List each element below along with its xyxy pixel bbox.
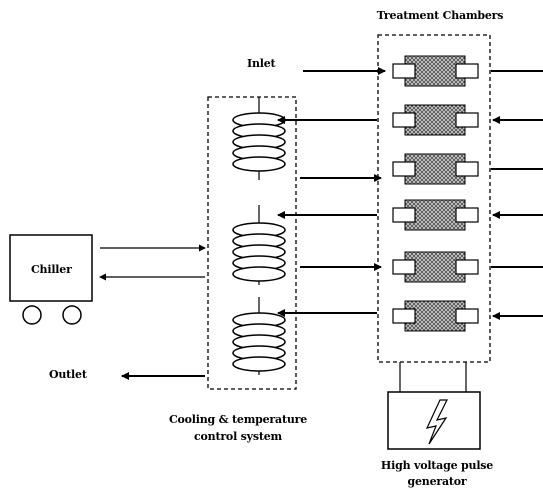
cooling-coil: [232, 297, 286, 375]
chiller-wheel-left: [22, 305, 42, 325]
electrode-left: [392, 207, 416, 223]
treatment-chamber: [392, 251, 479, 283]
generator-label-line1: High voltage pulse: [380, 459, 494, 472]
electrode-right: [455, 259, 479, 275]
treatment-chamber: [392, 199, 479, 231]
electrode-right: [455, 112, 479, 128]
electrode-left: [392, 63, 416, 79]
coil-turn: [232, 356, 286, 372]
treatment-chamber: [392, 104, 479, 136]
treatment-chambers-label: Treatment Chambers: [376, 9, 504, 22]
cooling-system-label-line1: Cooling & temperature: [168, 413, 308, 426]
electrode-left: [392, 308, 416, 324]
inlet-label: Inlet: [247, 57, 276, 70]
electrode-right: [455, 161, 479, 177]
cooling-coils: [232, 97, 286, 375]
treatment-chamber: [392, 300, 479, 332]
treatment-chamber: [392, 55, 479, 87]
chiller-box: [9, 234, 93, 302]
coil-turn: [232, 156, 286, 172]
lightning-bolt-icon: [425, 399, 448, 445]
cooling-system-label-line2: control system: [194, 430, 282, 443]
cooling-coil: [232, 97, 286, 180]
outlet-label: Outlet: [49, 368, 87, 381]
coil-turn: [232, 266, 286, 282]
electrode-left: [392, 161, 416, 177]
generator-label-line2: generator: [407, 475, 467, 488]
electrode-left: [392, 259, 416, 275]
cooling-system-enclosure: [207, 96, 297, 390]
electrode-right: [455, 207, 479, 223]
electrode-left: [392, 112, 416, 128]
electrode-right: [455, 63, 479, 79]
chiller-unit: [9, 234, 93, 325]
chiller-label: Chiller: [31, 263, 72, 276]
chiller-wheel-right: [62, 305, 82, 325]
treatment-chambers-enclosure: [377, 34, 491, 363]
treatment-chamber: [392, 153, 479, 185]
high-voltage-pulse-generator: [387, 362, 481, 450]
treatment-chambers: [392, 55, 479, 332]
electrode-right: [455, 308, 479, 324]
cooling-coil: [232, 205, 286, 285]
